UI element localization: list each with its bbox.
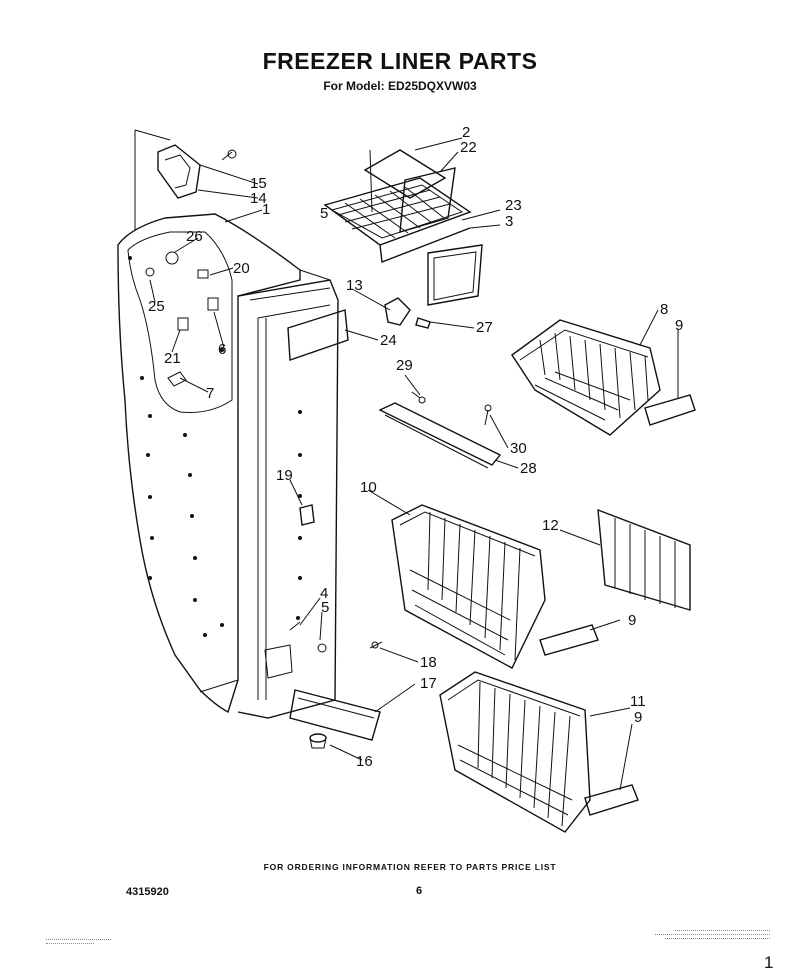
callout-21: 21 <box>164 350 181 367</box>
callout-1: 1 <box>262 201 270 218</box>
fine-print-left <box>46 937 111 944</box>
corner-number: 1 <box>764 953 774 972</box>
callout-15: 15 <box>250 175 267 192</box>
page-title: FREEZER LINER PARTS <box>262 48 538 74</box>
callout-7: 7 <box>206 385 214 402</box>
trim-piece <box>287 309 349 361</box>
basket-small <box>511 319 696 436</box>
reference-line <box>134 129 171 230</box>
callout-19: 19 <box>276 467 293 484</box>
callout-24: 24 <box>380 332 397 349</box>
basket-bottom <box>439 671 639 833</box>
callout-4: 4 <box>320 585 328 602</box>
callout-29: 29 <box>396 357 413 374</box>
model-subtitle: For Model: ED25DQXVW03 <box>323 79 477 93</box>
callout-5-left: 5 <box>321 599 329 616</box>
callout-16: 16 <box>356 753 373 770</box>
freezer-liner <box>117 213 339 719</box>
callout-14: 14 <box>250 190 267 207</box>
hinge-bracket <box>157 144 237 199</box>
callout-22: 22 <box>460 139 477 156</box>
callout-23: 23 <box>505 197 522 214</box>
callout-13: 13 <box>346 277 363 294</box>
leader-lines <box>149 137 679 791</box>
divider-panel <box>597 508 691 611</box>
lower-parts <box>289 504 383 749</box>
callout-9-top: 9 <box>675 317 683 334</box>
thermostat-part <box>384 297 431 329</box>
callout-10: 10 <box>360 479 377 496</box>
callout-5-tray: 5 <box>320 205 328 222</box>
support-bracket <box>378 391 502 469</box>
callout-12: 12 <box>542 517 559 534</box>
document-number: 4315920 <box>126 886 169 898</box>
ordering-note: FOR ORDERING INFORMATION REFER TO PARTS … <box>263 862 557 872</box>
callout-18: 18 <box>420 654 437 671</box>
fine-print-right <box>655 928 770 939</box>
callout-labels: 2 22 23 3 15 14 1 26 20 25 21 6 7 13 27 … <box>148 124 683 770</box>
page-number: 6 <box>416 885 423 897</box>
callout-30: 30 <box>510 440 527 457</box>
callout-20: 20 <box>233 260 250 277</box>
callout-28: 28 <box>520 460 537 477</box>
callout-26: 26 <box>186 228 203 245</box>
basket-large <box>391 504 599 669</box>
callout-27: 27 <box>476 319 493 336</box>
callout-9-bottom: 9 <box>634 709 642 726</box>
callout-11: 11 <box>630 693 646 710</box>
callout-2: 2 <box>462 124 470 141</box>
callout-17: 17 <box>420 675 437 692</box>
callout-8: 8 <box>660 301 668 318</box>
callout-9-middle: 9 <box>628 612 636 629</box>
shelf-assembly <box>323 149 483 306</box>
callout-25: 25 <box>148 298 165 315</box>
callout-6: 6 <box>218 341 226 358</box>
callout-3: 3 <box>505 213 513 230</box>
